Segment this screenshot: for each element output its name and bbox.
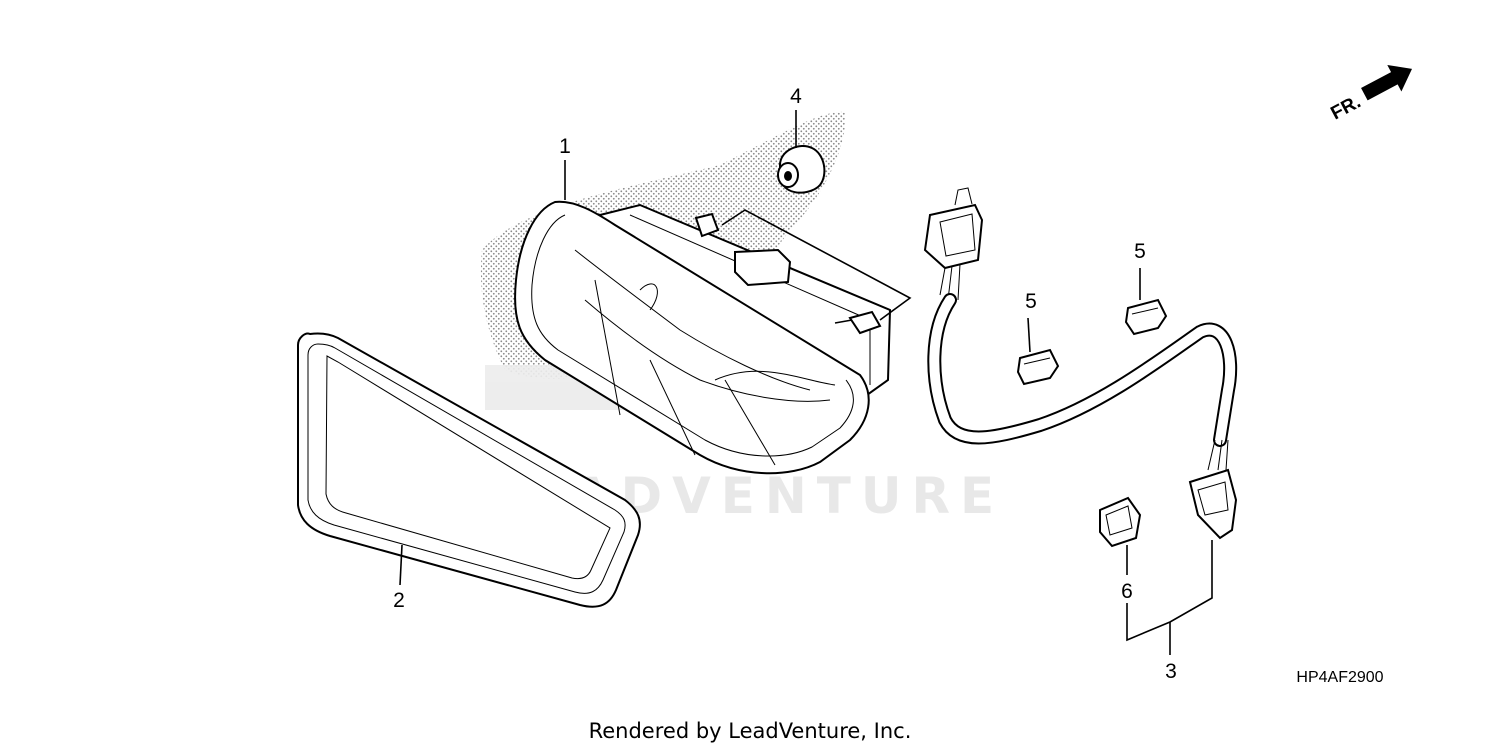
callout-3: 3 bbox=[1165, 660, 1177, 683]
part-6-cap[interactable] bbox=[1099, 496, 1142, 548]
part-1-headlight[interactable] bbox=[514, 200, 892, 475]
part-5-clip-a[interactable] bbox=[1016, 348, 1060, 386]
callout-1: 1 bbox=[559, 135, 571, 158]
part-5-clip-b[interactable] bbox=[1124, 298, 1168, 336]
front-direction-indicator: FR. bbox=[1327, 65, 1413, 125]
callout-2: 2 bbox=[393, 589, 405, 612]
callout-6: 6 bbox=[1121, 580, 1133, 603]
footer-credit: Rendered by LeadVenture, Inc. bbox=[589, 719, 912, 743]
front-direction-label: FR. bbox=[1327, 92, 1364, 125]
callout-5b: 5 bbox=[1134, 240, 1146, 263]
diagram-code: HP4AF2900 bbox=[1296, 669, 1383, 686]
callout-4: 4 bbox=[790, 85, 802, 108]
front-arrow-icon bbox=[1361, 65, 1413, 101]
callout-5a: 5 bbox=[1025, 290, 1037, 313]
part-4-grommet[interactable] bbox=[777, 145, 826, 194]
part-2-rim[interactable] bbox=[297, 332, 641, 608]
leader-lines bbox=[399, 110, 1213, 655]
part-3-harness[interactable] bbox=[923, 187, 1238, 540]
